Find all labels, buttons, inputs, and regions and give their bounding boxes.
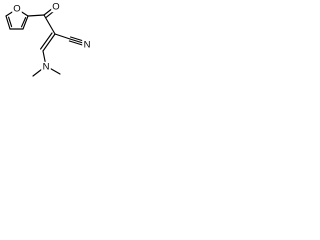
- carbonyl-oxygen-mask: [51, 1, 61, 13]
- bond-alpha-to-nitrile-c: [54, 33, 71, 40]
- ring-oxygen-label: O: [12, 4, 22, 15]
- furan-bond-c4-c5: [5, 15, 11, 30]
- furan-ring: [5, 8, 29, 30]
- chain-bonds: [27, 7, 85, 77]
- nitrile-triple-3: [68, 40, 83, 46]
- furan-double-bond-c2-c3: [20, 17, 27, 28]
- nitrile-nitrogen-mask: [82, 39, 92, 51]
- nitrile-nitrogen-label: N: [82, 40, 92, 51]
- nitrile-nitrogen-text: N: [84, 40, 91, 51]
- bond-alpha-to-vinyl-double: [40, 32, 53, 50]
- carbonyl-oxygen-text: O: [52, 2, 59, 13]
- ring-oxygen-mask: [12, 3, 22, 15]
- bond-carbonyl-to-alpha: [43, 14, 56, 35]
- bond-alpha-to-vinyl: [42, 33, 56, 52]
- carbonyl-oxygen-label: O: [51, 2, 61, 13]
- structure-diagram: O O N N: [0, 0, 100, 94]
- nitrile-triple-1: [69, 38, 84, 44]
- nitrile-triple-2: [70, 36, 85, 42]
- atom-labels: O O N N: [12, 2, 92, 73]
- bond-furan-to-carbonyl: [27, 14, 45, 17]
- ring-oxygen-text: O: [13, 4, 20, 15]
- amine-nitrogen-label: N: [41, 62, 51, 73]
- amine-nitrogen-mask: [41, 61, 51, 73]
- amine-nitrogen-text: N: [43, 62, 50, 73]
- molecule-drawing: O O N N: [5, 2, 92, 77]
- furan-bond-c2-c3: [22, 15, 29, 30]
- furan-double-bond-c4-c5: [8, 16, 13, 28]
